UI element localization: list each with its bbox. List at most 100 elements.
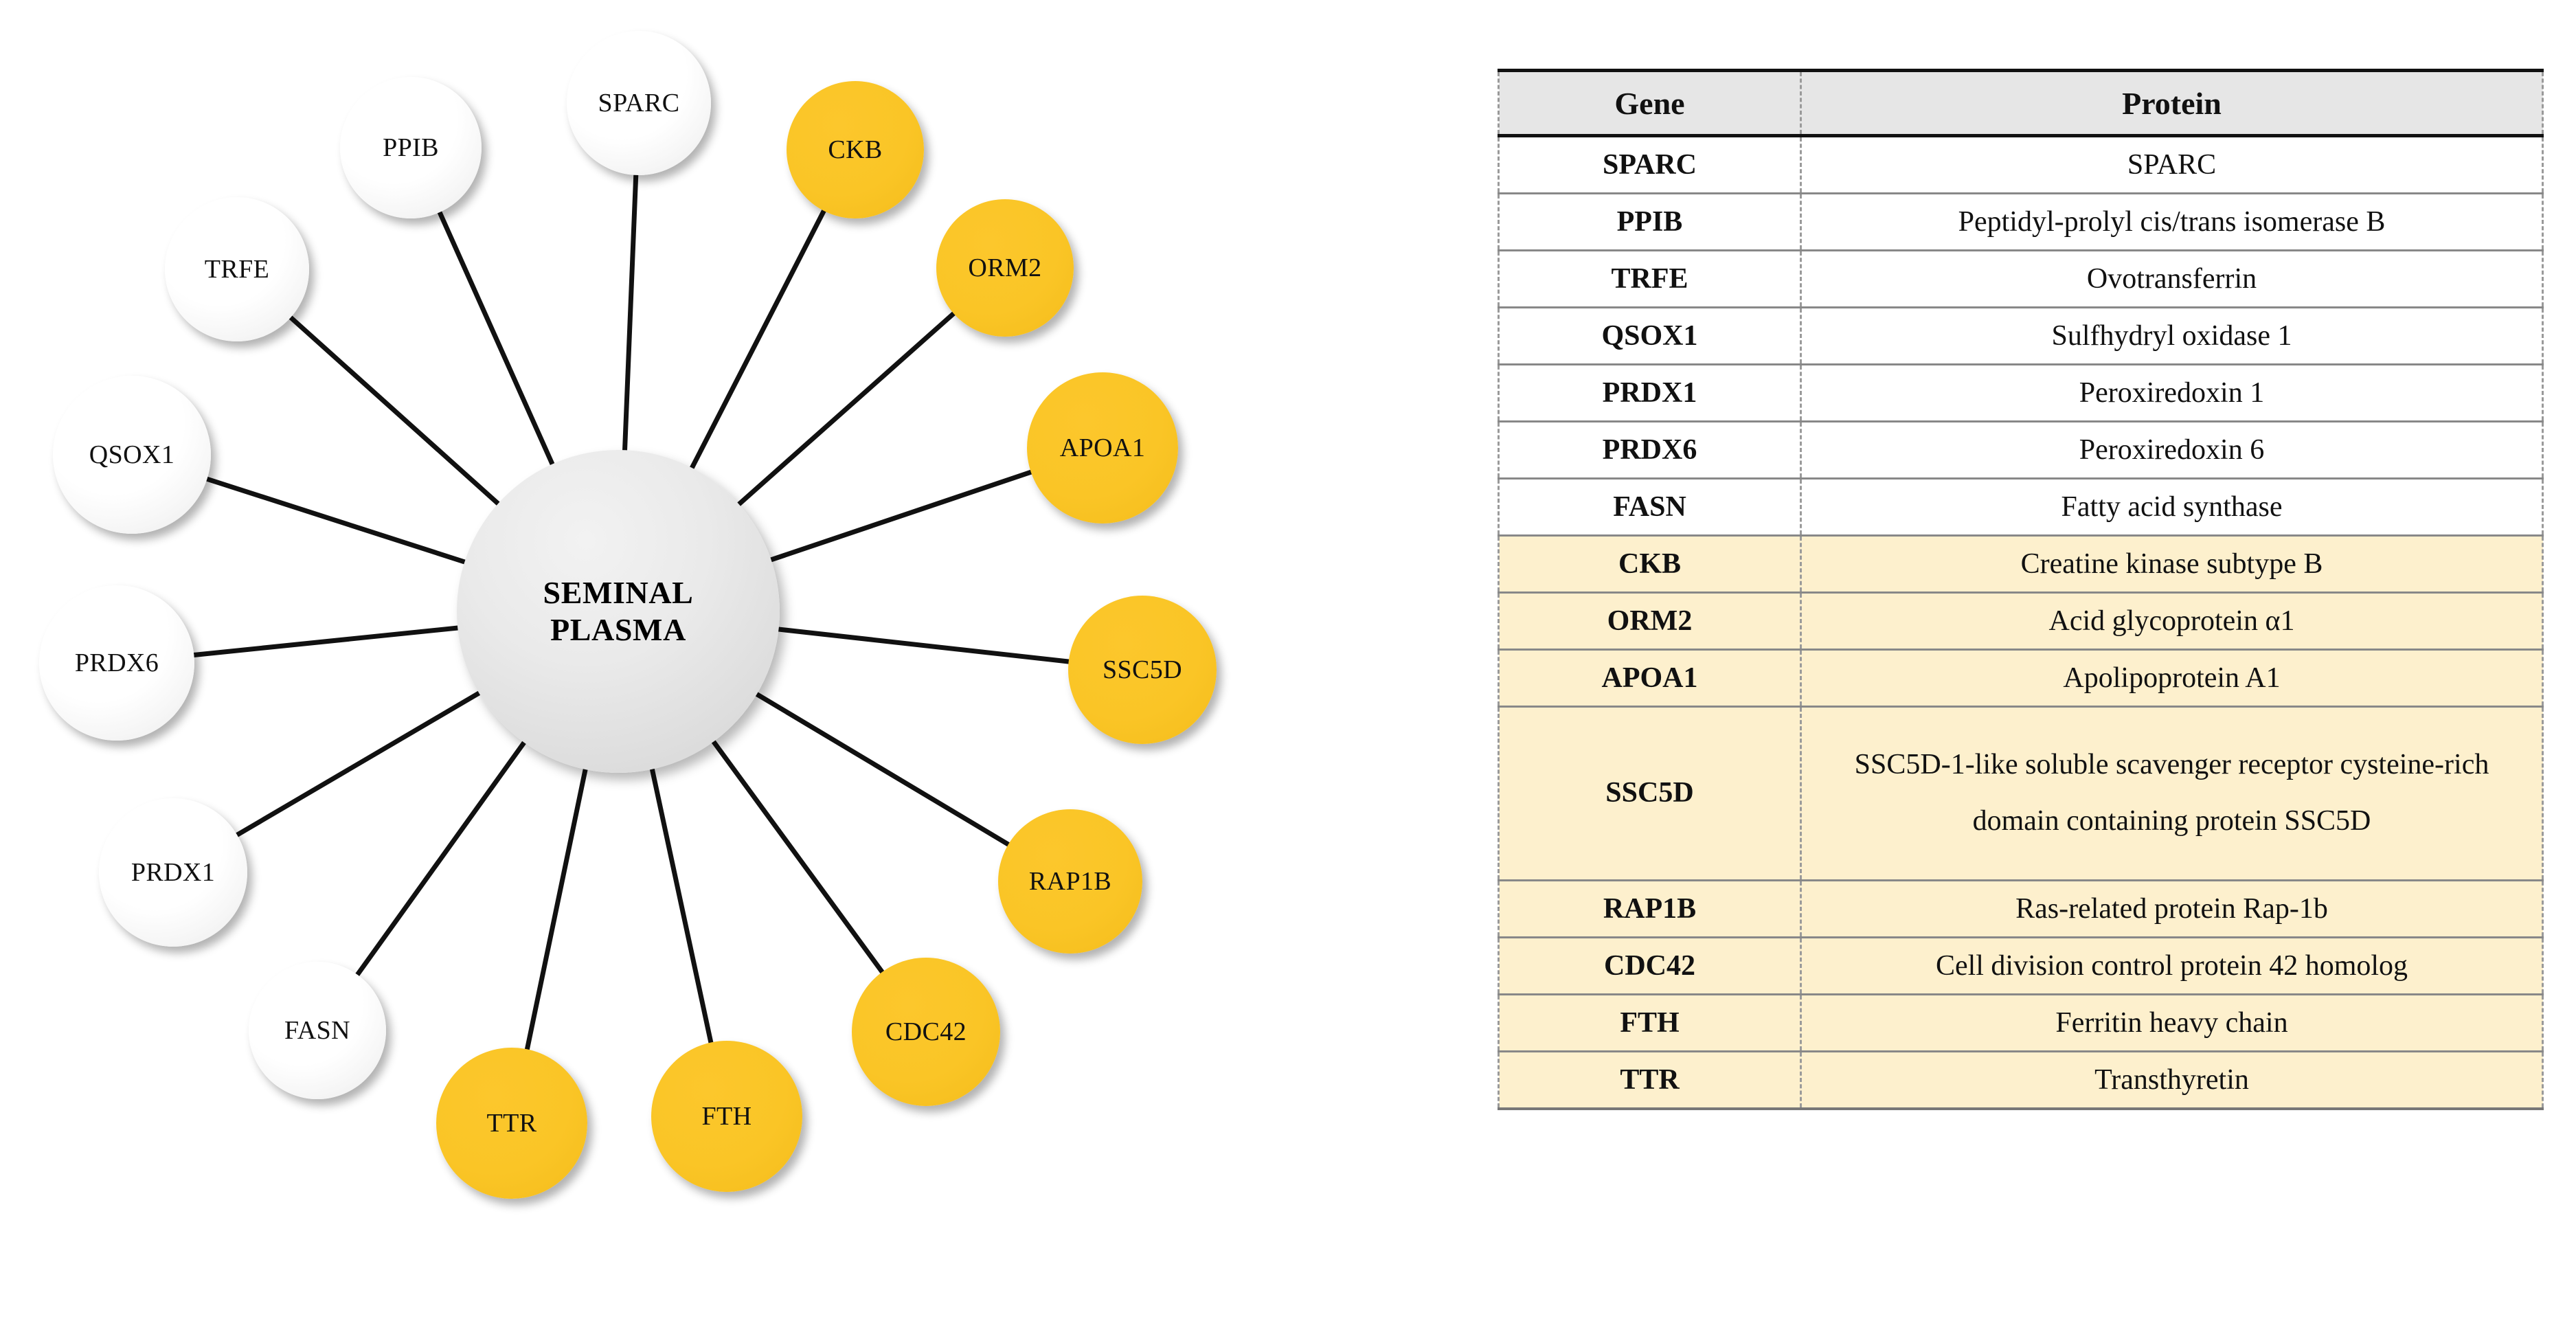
edge-fasn (354, 739, 528, 979)
cell-protein-ssc5d: SSC5D-1-like soluble scavenger receptor … (1800, 706, 2544, 881)
edge-sparc (622, 172, 639, 453)
gene-node-trfe[interactable]: TRFE (165, 197, 309, 341)
table-header: Gene Protein (1498, 69, 2544, 137)
gene-node-qsox1[interactable]: QSOX1 (53, 376, 211, 534)
cell-protein-ppib: Peptidyl-prolyl cis/trans isomerase B (1800, 193, 2544, 251)
cell-gene-prdx1: PRDX1 (1498, 364, 1802, 422)
gene-node-label: QSOX1 (89, 440, 175, 469)
gene-node-fth[interactable]: FTH (651, 1041, 802, 1192)
edge-fth (649, 766, 714, 1046)
edge-prdx6 (191, 625, 461, 658)
cell-gene-rap1b: RAP1B (1498, 880, 1802, 938)
edge-prdx1 (233, 689, 483, 839)
cell-protein-qsox1: Sulfhydryl oxidase 1 (1800, 307, 2544, 365)
cell-protein-prdx1: Peroxiredoxin 1 (1800, 364, 2544, 422)
cell-gene-fth: FTH (1498, 994, 1802, 1052)
gene-node-prdx1[interactable]: PRDX1 (99, 798, 247, 947)
edge-rap1b (753, 690, 1013, 848)
cell-protein-apoa1: Apolipoprotein A1 (1800, 649, 2544, 708)
gene-node-label: CKB (828, 135, 883, 164)
cell-protein-fth: Ferritin heavy chain (1800, 994, 2544, 1052)
gene-node-sparc[interactable]: SPARC (567, 31, 711, 175)
cell-gene-ppib: PPIB (1498, 193, 1802, 251)
gene-node-cdc42[interactable]: CDC42 (852, 958, 1000, 1106)
edge-ckb (688, 207, 828, 472)
cell-gene-qsox1: QSOX1 (1498, 307, 1802, 365)
gene-node-label: FASN (284, 1015, 350, 1045)
gene-node-label: RAP1B (1028, 866, 1112, 896)
edge-orm2 (735, 310, 958, 508)
cell-protein-prdx6: Peroxiredoxin 6 (1800, 421, 2544, 480)
edge-ppib (436, 208, 556, 468)
gene-node-ttr[interactable]: TTR (436, 1048, 587, 1199)
cell-gene-trfe: TRFE (1498, 250, 1802, 308)
cell-protein-fasn: Fatty acid synthase (1800, 478, 2544, 537)
column-header-gene: Gene (1498, 69, 1802, 137)
cell-gene-ttr: TTR (1498, 1051, 1802, 1110)
gene-node-orm2[interactable]: ORM2 (936, 199, 1074, 337)
gene-node-fasn[interactable]: FASN (249, 962, 386, 1099)
table-header-row: Gene Protein (1498, 69, 2544, 137)
gene-node-ssc5d[interactable]: SSC5D (1068, 596, 1217, 744)
edge-trfe (286, 313, 502, 508)
cell-gene-ssc5d: SSC5D (1498, 706, 1802, 881)
edge-qsox1 (203, 475, 468, 565)
cell-gene-sparc: SPARC (1498, 135, 1802, 194)
edge-cdc42 (710, 738, 886, 976)
gene-node-label: PRDX1 (131, 857, 216, 887)
edge-ssc5d (776, 627, 1072, 664)
cell-gene-apoa1: APOA1 (1498, 649, 1802, 708)
cell-gene-orm2: ORM2 (1498, 592, 1802, 651)
cell-protein-cdc42: Cell division control protein 42 homolog (1800, 937, 2544, 995)
gene-node-apoa1[interactable]: APOA1 (1027, 372, 1178, 523)
diagram-edges-svg (191, 172, 1072, 1052)
gene-node-label: FTH (701, 1101, 752, 1131)
gene-node-prdx6[interactable]: PRDX6 (39, 585, 194, 741)
cell-protein-rap1b: Ras-related protein Rap-1b (1800, 880, 2544, 938)
cell-gene-ckb: CKB (1498, 535, 1802, 594)
cell-protein-trfe: Ovotransferrin (1800, 250, 2544, 308)
gene-node-label: CDC42 (885, 1017, 967, 1046)
gene-node-label: APOA1 (1059, 433, 1146, 462)
gene-node-rap1b[interactable]: RAP1B (998, 809, 1142, 954)
column-header-protein: Protein (1800, 69, 2544, 137)
gene-node-label: PRDX6 (74, 648, 159, 677)
cell-gene-cdc42: CDC42 (1498, 937, 1802, 995)
gene-node-ppib[interactable]: PPIB (340, 77, 482, 218)
cell-gene-prdx6: PRDX6 (1498, 421, 1802, 480)
gene-node-label: ORM2 (968, 253, 1042, 282)
gene-node-label: PPIB (383, 133, 439, 162)
cell-protein-ckb: Creatine kinase subtype B (1800, 535, 2544, 594)
cell-protein-sparc: SPARC (1800, 135, 2544, 194)
gene-node-label: SSC5D (1102, 655, 1183, 684)
gene-node-label: TRFE (204, 254, 270, 284)
edge-ttr (524, 766, 589, 1052)
edge-apoa1 (767, 469, 1035, 563)
cell-gene-fasn: FASN (1498, 478, 1802, 537)
gene-node-ckb[interactable]: CKB (787, 81, 924, 218)
cell-protein-ttr: Transthyretin (1800, 1051, 2544, 1110)
cell-protein-orm2: Acid glycoprotein α1 (1800, 592, 2544, 651)
gene-node-label: SPARC (598, 88, 680, 117)
gene-node-label: TTR (486, 1108, 537, 1138)
